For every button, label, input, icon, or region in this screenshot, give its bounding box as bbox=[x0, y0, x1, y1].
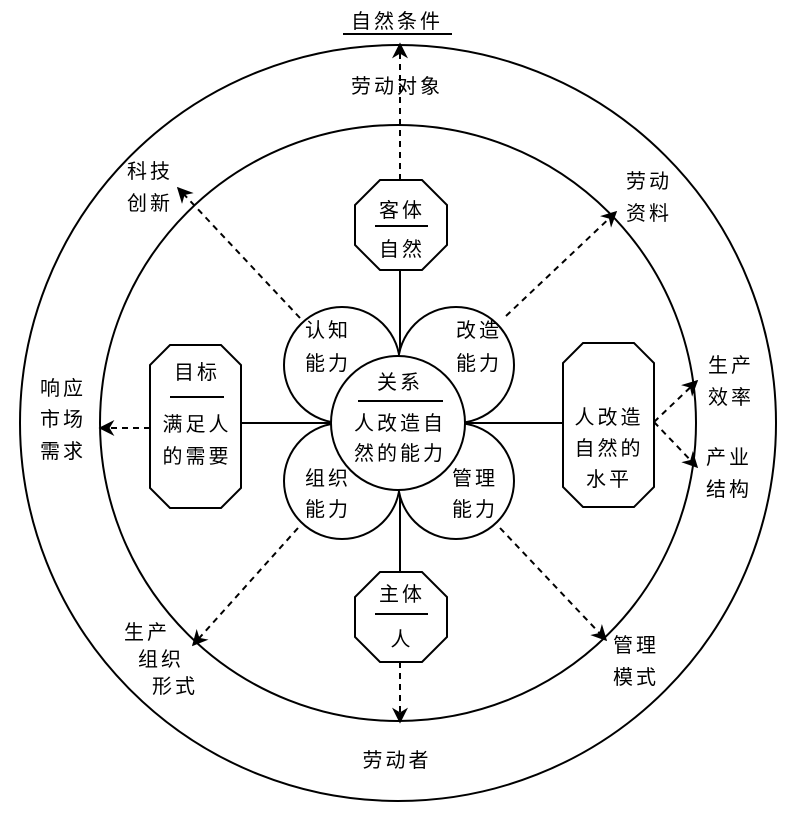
level-box-label: 人改造 bbox=[575, 405, 644, 429]
subject-box-top: 主体 bbox=[379, 582, 425, 606]
petal-label: 改造 bbox=[456, 318, 502, 342]
level-box-label: 水平 bbox=[586, 467, 632, 491]
petal-label: 能力 bbox=[456, 351, 502, 375]
label-means: 资料 bbox=[626, 201, 672, 225]
label-laborer: 劳动者 bbox=[363, 748, 432, 772]
label-tech: 创新 bbox=[127, 191, 173, 215]
petal-label: 认知 bbox=[305, 318, 351, 342]
label-efficiency: 生产 bbox=[708, 353, 754, 377]
goal-box-top: 目标 bbox=[174, 360, 220, 384]
label-labor-object: 劳动对象 bbox=[351, 74, 443, 98]
label-market: 需求 bbox=[40, 439, 86, 463]
level-box bbox=[562, 342, 655, 508]
label-mgmt-mode: 模式 bbox=[613, 665, 659, 689]
label-market: 市场 bbox=[40, 407, 86, 431]
arrow-top-left bbox=[176, 186, 301, 319]
goal-box bbox=[149, 344, 242, 509]
label-market: 响应 bbox=[40, 376, 86, 400]
petal-label: 管理 bbox=[452, 466, 498, 490]
level-box-label: 自然的 bbox=[575, 436, 644, 460]
goal-box-bottom: 的需要 bbox=[163, 444, 232, 468]
petal-label: 组织 bbox=[305, 466, 351, 490]
center-bottom-label: 然的能力 bbox=[354, 441, 446, 465]
label-org-form: 生产 bbox=[124, 620, 170, 644]
arrow-right-lower bbox=[653, 421, 699, 469]
label-org-form: 形式 bbox=[152, 674, 198, 698]
center-circle bbox=[330, 355, 466, 491]
label-org-form: 组织 bbox=[138, 647, 184, 671]
diagram-title: 自然条件 bbox=[351, 9, 443, 33]
subject-box bbox=[354, 571, 448, 663]
petal-label: 能力 bbox=[452, 497, 498, 521]
arrow-bottom-right bbox=[499, 527, 608, 642]
goal-box-bottom: 满足人 bbox=[163, 412, 232, 436]
arrow-top-right bbox=[505, 210, 618, 317]
label-industry: 结构 bbox=[706, 477, 752, 501]
label-means: 劳动 bbox=[626, 169, 672, 193]
label-tech: 科技 bbox=[127, 159, 173, 183]
arrow-bottom-left bbox=[191, 527, 299, 647]
center-bottom-label: 人改造自 bbox=[354, 411, 446, 435]
petal-label: 能力 bbox=[305, 497, 351, 521]
arrow-right-upper bbox=[653, 379, 699, 423]
petal-label: 能力 bbox=[305, 351, 351, 375]
object-box-top: 客体 bbox=[379, 198, 425, 222]
center-top-label: 关系 bbox=[377, 370, 423, 394]
object-box-bottom: 自然 bbox=[379, 237, 425, 261]
label-mgmt-mode: 管理 bbox=[613, 633, 659, 657]
label-efficiency: 效率 bbox=[708, 385, 754, 409]
label-industry: 产业 bbox=[706, 445, 752, 469]
subject-box-bottom: 人 bbox=[391, 627, 414, 651]
